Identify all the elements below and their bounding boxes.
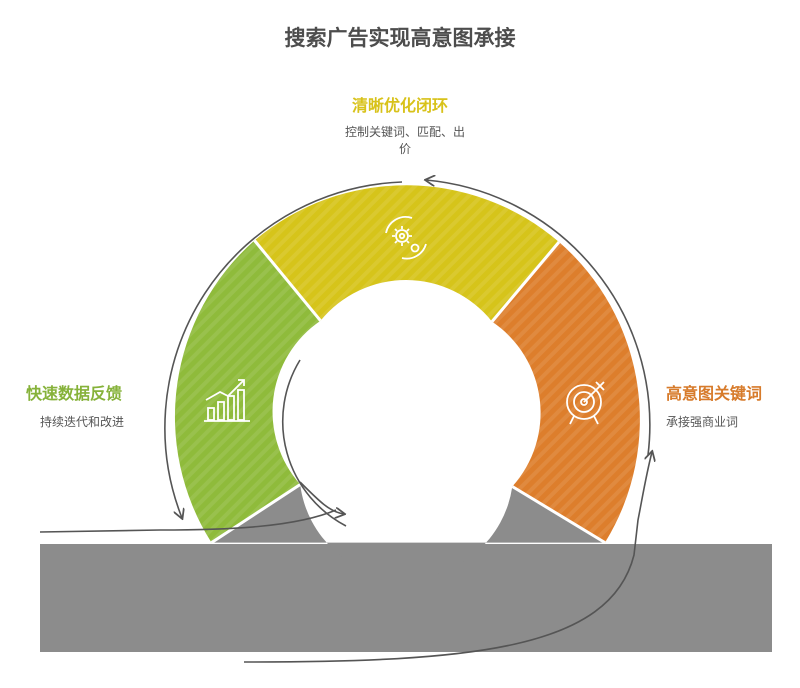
label-high-intent-title: 高意图关键词 [666,384,763,403]
arrow-right-to-top [426,180,651,456]
inner-return-arrow [299,481,344,514]
label-quick-feedback-title: 快速数据反馈 [26,384,123,403]
gears-cycle-icon [385,216,427,260]
ring-base-segment [211,484,605,579]
label-optimization-loop-title: 清晰优化闭环 [351,96,448,115]
desc-line-1: 控制关键词、匹配、出 [344,125,465,139]
target-arrow-icon [566,381,605,425]
bar-chart-growth-icon [204,379,250,422]
inner-hub [294,318,518,542]
label-high-intent-desc: 承接强商业词 [666,415,739,429]
diagram-title: 搜索广告实现高意图承接 [284,26,516,50]
arrow-feed-line [39,509,337,533]
arrow-bottom-to-right [243,452,652,663]
label-optimization-loop-desc: 控制关键词、匹配、出 价 [325,124,485,158]
desc-line-2: 价 [398,142,411,156]
label-quick-feedback-desc: 持续迭代和改进 [40,415,125,429]
inner-loop-line [281,359,347,527]
arrow-top-to-left [164,181,403,518]
